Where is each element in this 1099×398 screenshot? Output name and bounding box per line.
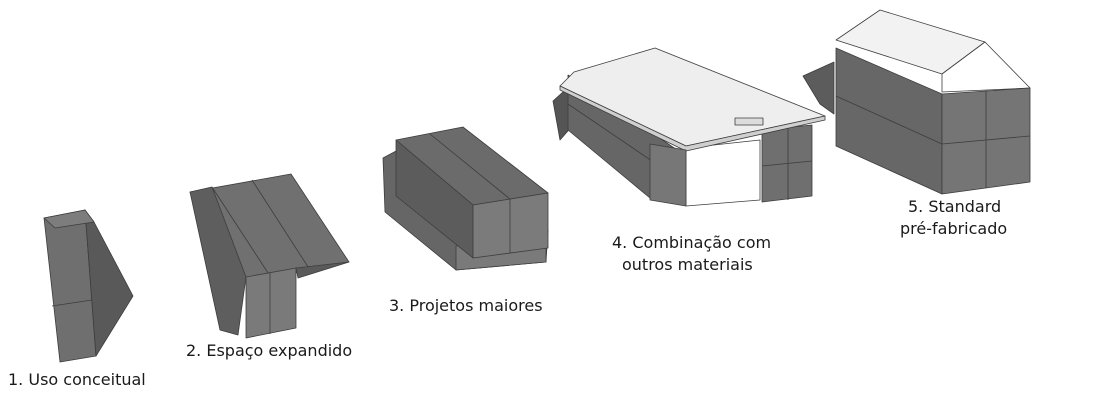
- module-4-front-pillar: [649, 143, 687, 207]
- caption-stage-2: 2. Espaço expandido: [186, 340, 352, 362]
- module-stage-2: [189, 173, 350, 339]
- caption-stage-1-line-1: 1. Uso conceitual: [8, 370, 146, 389]
- caption-stage-5-line-1: 5. Standard: [908, 197, 1002, 216]
- caption-stage-4: 4. Combinação com outros materiais: [612, 232, 812, 276]
- caption-stage-1: 1. Uso conceitual: [8, 369, 146, 391]
- module-1-seam: [51, 299, 93, 307]
- module-2-top-seam-b: [251, 179, 311, 271]
- caption-stage-3-line-1: 3. Projetos maiores: [389, 296, 543, 315]
- module-stage-3: [382, 126, 549, 271]
- module-4-roof-edge: [559, 85, 826, 152]
- module-4-right-block-seam-h: [761, 160, 813, 167]
- module-5-long-wall-seam: [835, 95, 943, 145]
- caption-stage-5: 5. Standard pré-fabricado: [900, 196, 1030, 240]
- module-3-upper-front: [472, 192, 549, 259]
- module-stage-4: [552, 47, 826, 207]
- module-5-long-wall: [835, 47, 943, 195]
- module-stage-1: [43, 209, 134, 363]
- module-2-top-seam-a: [211, 186, 271, 277]
- module-2-front-left: [189, 186, 247, 336]
- caption-stage-3: 3. Projetos maiores: [389, 295, 543, 317]
- caption-stage-4-line-2: outros materiais: [622, 255, 753, 274]
- caption-stage-5-line-2: pré-fabricado: [900, 219, 1008, 238]
- caption-stage-4-line-1: 4. Combinação com: [612, 233, 772, 252]
- caption-stage-2-line-1: 2. Espaço expandido: [186, 341, 353, 360]
- module-1-top-face: [43, 209, 95, 229]
- module-2-front-face: [245, 267, 297, 339]
- module-3-upper-top-seam: [429, 133, 511, 200]
- module-2-side-face: [295, 261, 350, 279]
- module-4-roof-vent: [734, 117, 764, 126]
- module-stage-5: [802, 9, 1031, 195]
- module-4-white-wall: [685, 139, 761, 207]
- module-5-left-annex: [802, 61, 835, 115]
